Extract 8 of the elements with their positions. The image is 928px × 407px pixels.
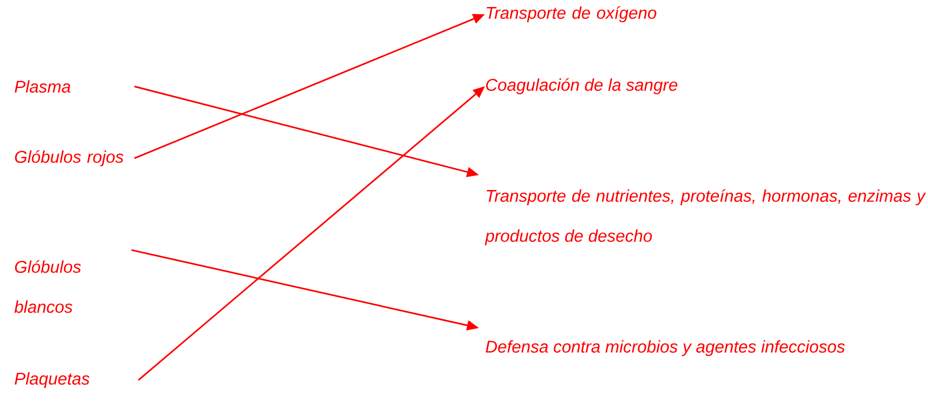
item-label: Plaquetas bbox=[14, 372, 90, 388]
item-label: Transporte de nutrientes, proteínas, hormonas, enzimas y productos de desecho bbox=[484, 189, 926, 246]
item-label: Defensa contra microbios y agentes infecciosos bbox=[486, 340, 845, 356]
item-label: Transporte de oxígeno bbox=[486, 6, 656, 22]
item-label: Glóbulos blancos bbox=[14, 260, 81, 313]
item-label: Coagulación de la sangre bbox=[486, 78, 678, 94]
item-label: Glóbulos rojos bbox=[15, 150, 124, 166]
item-label: Plasma bbox=[14, 80, 70, 93]
